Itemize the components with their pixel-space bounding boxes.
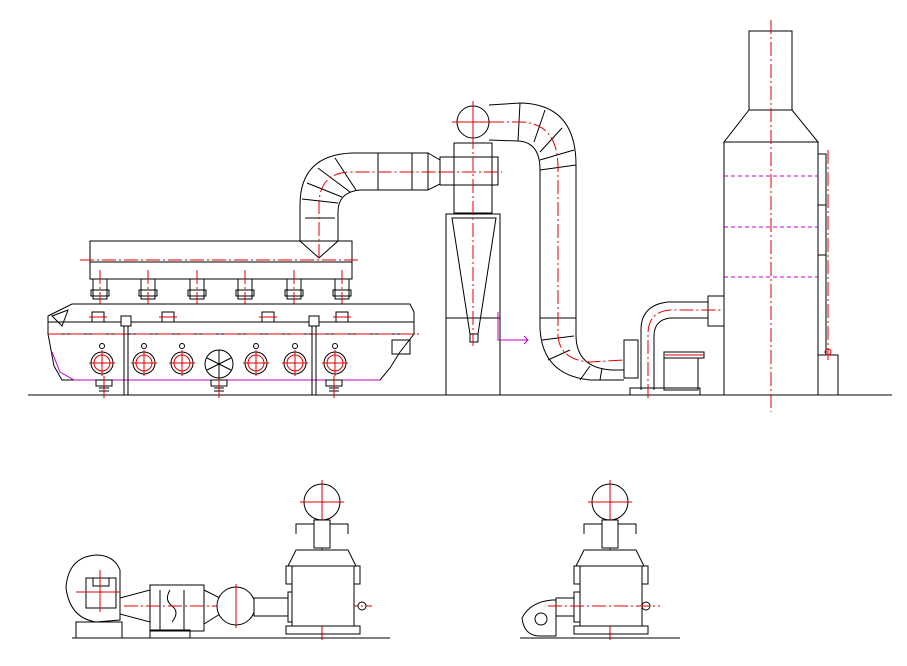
small-fan bbox=[521, 591, 581, 637]
u-bend-duct bbox=[488, 102, 625, 381]
fan-unit bbox=[623, 295, 740, 398]
scrubber-tower bbox=[722, 20, 839, 412]
cyclone-top-view bbox=[285, 480, 367, 640]
plan-view-right bbox=[520, 480, 680, 640]
blower bbox=[65, 554, 123, 639]
cyclone-top-view bbox=[548, 480, 660, 640]
cyclone-separator bbox=[439, 101, 529, 396]
elevation-view bbox=[28, 20, 892, 412]
plan-view-left bbox=[65, 480, 390, 640]
duct-elbow bbox=[298, 152, 470, 259]
duct-reducer bbox=[216, 584, 295, 628]
fluid-bed-dryer bbox=[47, 240, 420, 398]
